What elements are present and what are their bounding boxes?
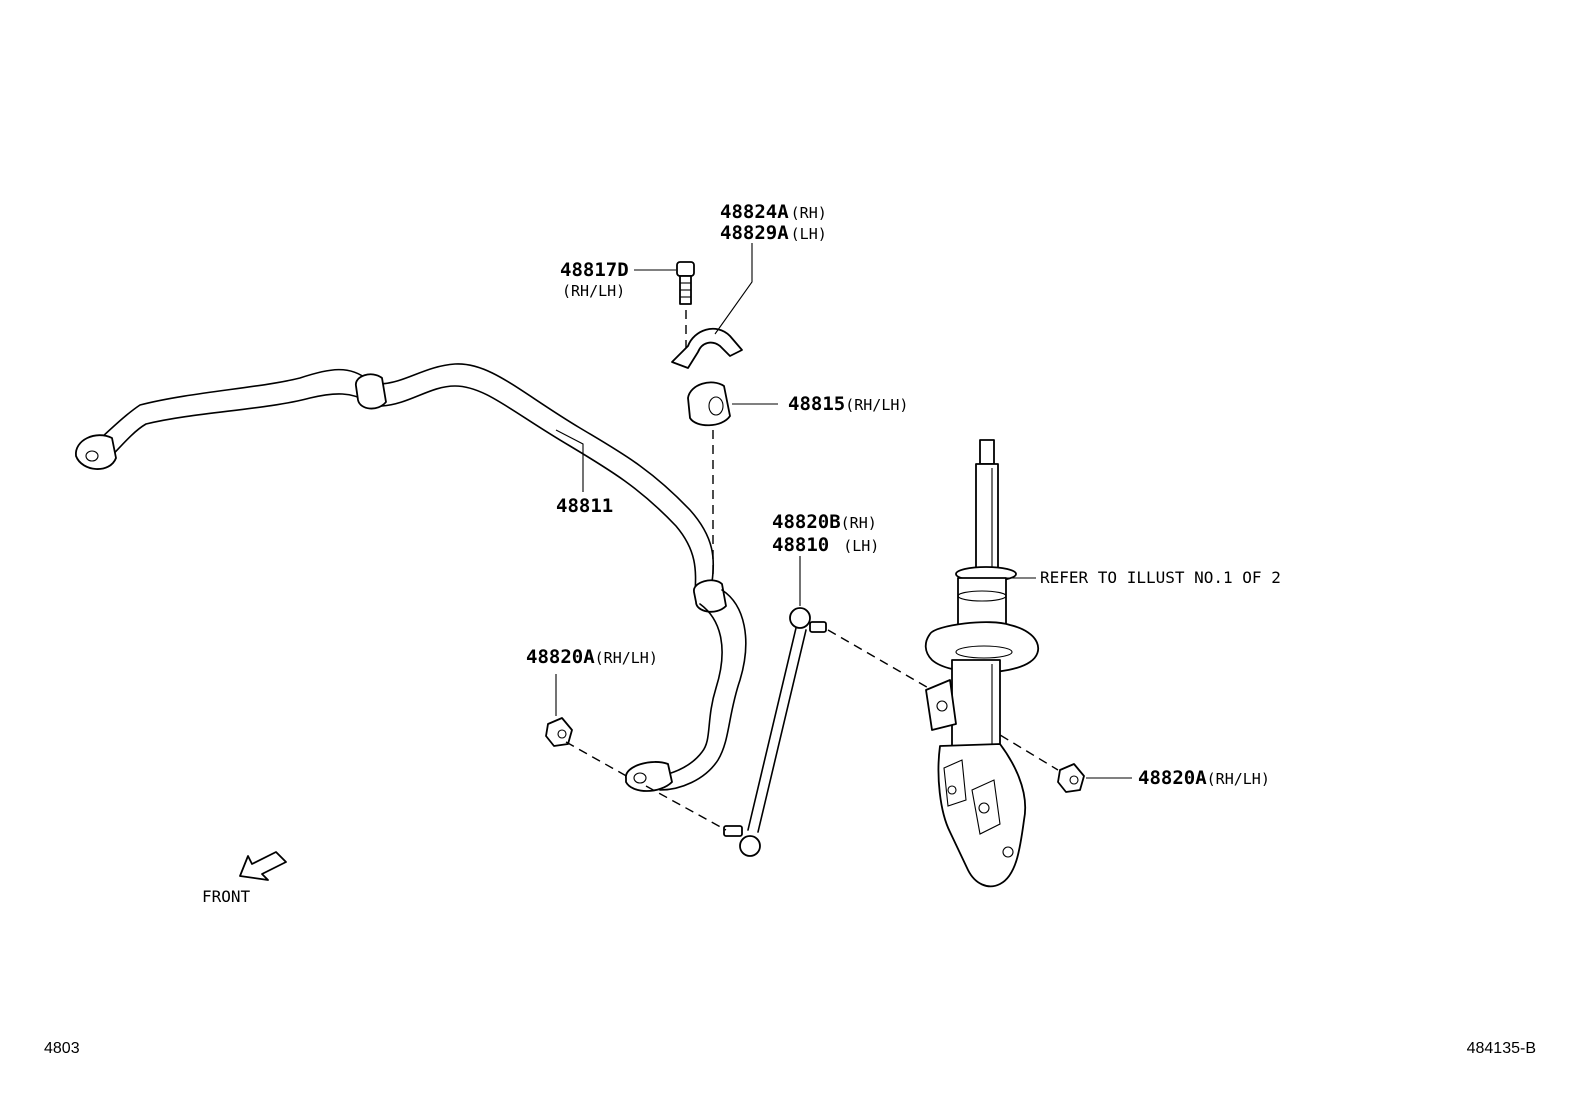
link-rh-side: (RH) (841, 514, 877, 532)
stabilizer-bar[interactable] (75, 363, 747, 792)
bolt-side: (RH/LH) (562, 282, 625, 300)
bracket-lh-part-number: 48829A (720, 222, 789, 244)
bushing-part-number: 48815 (788, 393, 845, 415)
stabilizer-bushing[interactable] (687, 381, 731, 427)
svg-text:48810(LH): 48810 (LH) (772, 534, 879, 556)
callout-stabilizer-bar[interactable]: 48811 (556, 495, 613, 517)
nut-left-part-number: 48820A (526, 646, 595, 668)
callout-link[interactable]: 48820B(RH) 48810 (LH) (772, 511, 879, 556)
link-nut-left[interactable] (545, 717, 573, 747)
strut-reference-note[interactable]: REFER TO ILLUST NO.1 OF 2 (1040, 568, 1281, 587)
stabilizer-link[interactable] (723, 607, 827, 857)
svg-text:48815(RH/LH): 48815(RH/LH) (788, 393, 908, 415)
svg-text:48820A(RH/LH): 48820A(RH/LH) (1138, 767, 1270, 789)
nut-right-part-number: 48820A (1138, 767, 1207, 789)
callout-nut-left[interactable]: 48820A(RH/LH) (526, 646, 658, 668)
svg-text:48820B(RH): 48820B(RH) (772, 511, 877, 533)
callout-bracket[interactable]: 48824A(RH) 48829A(LH) (720, 201, 827, 244)
callout-bushing[interactable]: 48815(RH/LH) (788, 393, 908, 415)
strut-assembly[interactable] (924, 439, 1040, 888)
mount-bolt[interactable] (676, 261, 695, 305)
svg-text:48829A(LH): 48829A(LH) (720, 222, 827, 244)
footer-right-code: 484135-B (1467, 1040, 1536, 1057)
front-direction-arrow-icon (239, 851, 287, 881)
bracket-rh-part-number: 48824A (720, 201, 789, 223)
bushing-side: (RH/LH) (845, 396, 908, 414)
link-lh-side: (LH) (843, 537, 879, 555)
nut-left-side: (RH/LH) (595, 649, 658, 667)
bracket-rh-side: (RH) (791, 204, 827, 222)
stabilizer-bracket[interactable] (671, 327, 743, 369)
nut-right-side: (RH/LH) (1207, 770, 1270, 788)
front-label: FRONT (202, 887, 251, 906)
link-rh-part-number: 48820B (772, 511, 841, 533)
callout-bolt[interactable]: 48817D (RH/LH) (560, 259, 629, 300)
callout-nut-right[interactable]: 48820A(RH/LH) (1138, 767, 1270, 789)
svg-text:48824A(RH): 48824A(RH) (720, 201, 827, 223)
bolt-part-number: 48817D (560, 259, 629, 281)
link-lh-part-number: 48810 (772, 534, 829, 556)
link-nut-right[interactable] (1057, 763, 1085, 793)
stabilizer-bar-part-number: 48811 (556, 495, 613, 517)
svg-text:48820A(RH/LH): 48820A(RH/LH) (526, 646, 658, 668)
bracket-lh-side: (LH) (791, 225, 827, 243)
footer-left-code: 4803 (44, 1040, 80, 1057)
